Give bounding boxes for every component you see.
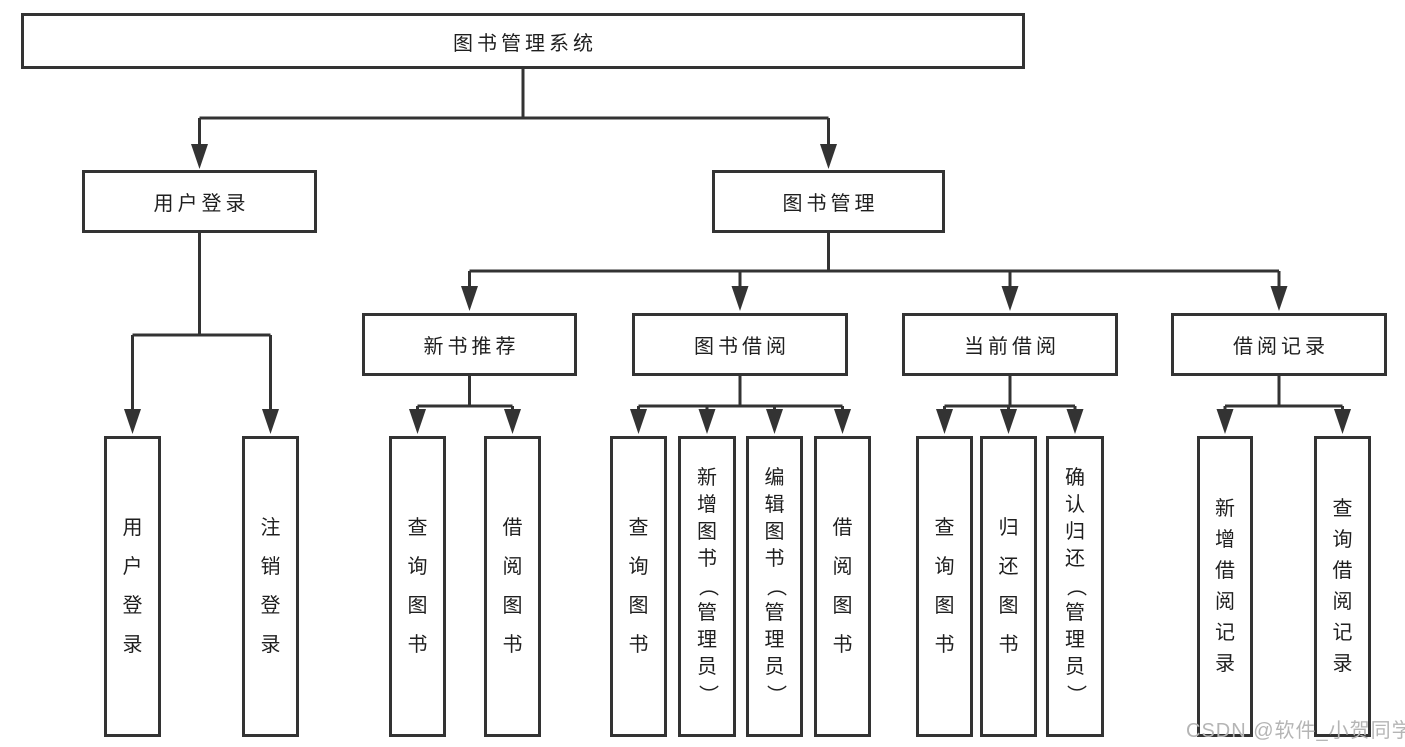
leaf-add-books-admin: 新增图书（管理员）: [678, 436, 736, 737]
node-current-borrowing: 当前借阅: [902, 313, 1118, 376]
leaf-query-borrow-record: 查询借阅记录: [1314, 436, 1371, 737]
node-root-system: 图书管理系统: [21, 13, 1025, 69]
leaf-logout: 注销登录: [242, 436, 299, 737]
leaf-query-books-borrowing: 查询图书: [610, 436, 667, 737]
leaf-user-login: 用户登录: [104, 436, 161, 737]
node-book-borrowing: 图书借阅: [632, 313, 848, 376]
leaf-query-books-recommend: 查询图书: [389, 436, 446, 737]
node-user-login: 用户登录: [82, 170, 317, 233]
leaf-query-books-current: 查询图书: [916, 436, 973, 737]
csdn-watermark: CSDN @软件_小贺同学: [1186, 720, 1405, 742]
node-book-management: 图书管理: [712, 170, 945, 233]
node-borrowing-records: 借阅记录: [1171, 313, 1387, 376]
leaf-return-books: 归还图书: [980, 436, 1037, 737]
leaf-add-borrow-record: 新增借阅记录: [1197, 436, 1253, 737]
leaf-confirm-return-admin: 确认归还（管理员）: [1046, 436, 1104, 737]
leaf-borrow-books-recommend: 借阅图书: [484, 436, 541, 737]
node-new-book-recommendation: 新书推荐: [362, 313, 577, 376]
leaf-edit-books-admin: 编辑图书（管理员）: [746, 436, 803, 737]
leaf-borrow-books: 借阅图书: [814, 436, 871, 737]
